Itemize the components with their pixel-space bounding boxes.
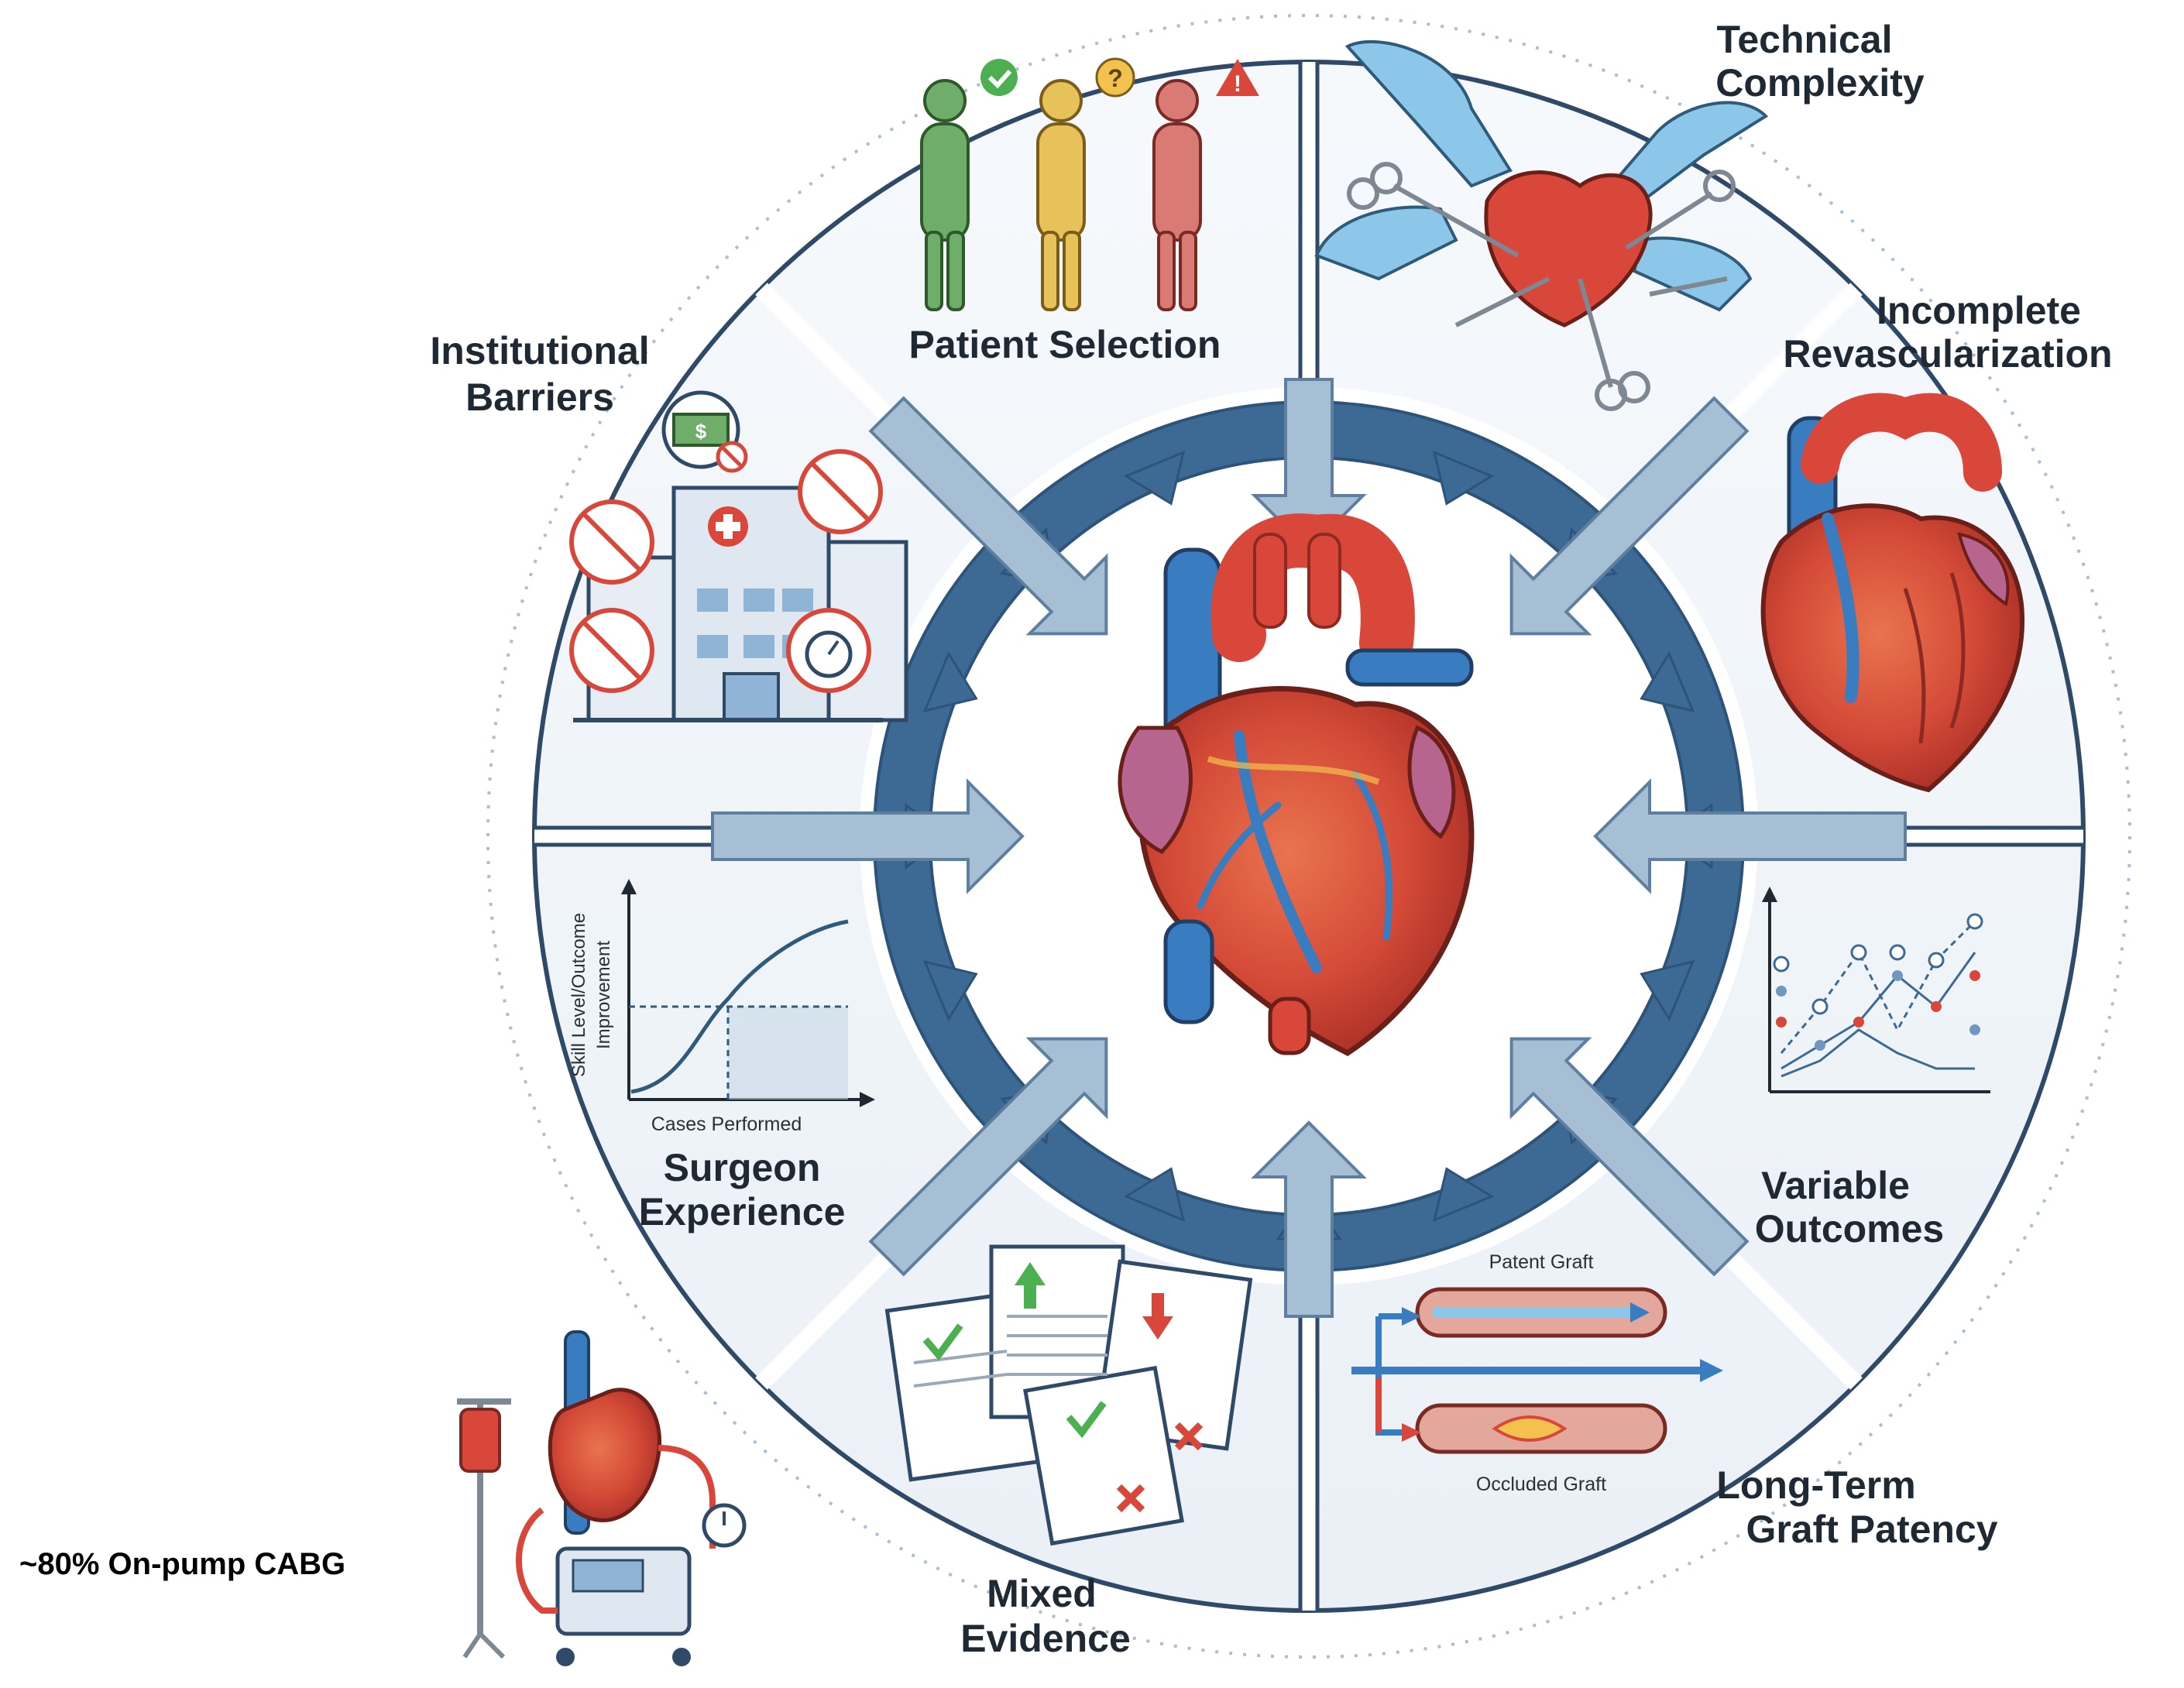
variable-outcomes-chart <box>1762 887 1990 1093</box>
surgeon-label-2: Experience <box>639 1190 846 1233</box>
stopwatch-icon <box>786 608 871 693</box>
incomplete-revasc-label-1: Incomplete <box>1877 289 2081 332</box>
graft-patency-illustration: Patent Graft Occluded Graft <box>1351 1251 1723 1495</box>
outer-dotted-ring <box>486 14 2131 1659</box>
warning-icon: ! <box>1216 59 1259 97</box>
technical-complexity-label-1: Technical <box>1717 18 1893 61</box>
institutional-barriers-illustration: $ <box>569 390 908 722</box>
arrow-from-graft <box>1509 1037 1750 1277</box>
patient-selection-label: Patient Selection <box>909 323 1221 366</box>
svg-text:!: ! <box>1234 71 1241 97</box>
occluded-graft-label: Occluded Graft <box>1476 1474 1606 1495</box>
on-pump-note: ~80% On-pump CABG <box>19 1547 345 1581</box>
document-icon <box>884 1244 1253 1546</box>
technical-complexity-label-2: Complexity <box>1715 61 1925 105</box>
check-icon <box>980 59 1018 96</box>
graft-label-2: Graft Patency <box>1746 1508 1997 1551</box>
arrow-from-incomplete <box>1509 396 1750 636</box>
variable-label-2: Outcomes <box>1755 1207 1945 1251</box>
no-entry-icon <box>569 449 883 693</box>
gauge-icon <box>702 1503 747 1548</box>
incomplete-revasc-label-2: Revascularization <box>1783 332 2112 376</box>
arrow-from-variable <box>1593 778 1907 894</box>
mixed-label-1: Mixed <box>987 1572 1097 1615</box>
surgeon-label-1: Surgeon <box>664 1146 821 1189</box>
arrow-from-patient <box>868 396 1108 636</box>
segment-arrows <box>711 378 1907 1318</box>
institutional-label-2: Barriers <box>465 376 614 419</box>
mixed-label-2: Evidence <box>960 1617 1131 1660</box>
arrow-from-surgeon <box>868 1037 1108 1277</box>
arrow-from-mixed <box>1251 1120 1367 1318</box>
incomplete-revasc-illustration <box>1760 393 2025 793</box>
svg-text:?: ? <box>1107 64 1123 92</box>
question-icon: ? <box>1095 57 1135 98</box>
graft-label-1: Long-Term <box>1716 1463 1915 1507</box>
patient-selection-illustration: ? ! <box>920 57 1259 311</box>
central-heart <box>1118 513 1475 1057</box>
iv-bag-icon <box>459 1408 501 1473</box>
svg-text:$: $ <box>695 420 707 443</box>
scissors-icon <box>1347 162 1736 411</box>
learning-curve-y-label-2: Improvement <box>593 941 614 1049</box>
institutional-label-1: Institutional <box>430 329 649 372</box>
learning-curve-y-label-1: Skill Level/Outcome <box>568 913 589 1077</box>
learning-curve-x-label: Cases Performed <box>651 1113 802 1135</box>
variable-label-1: Variable <box>1761 1164 1910 1207</box>
mixed-evidence-illustration <box>884 1244 1253 1546</box>
bypass-machine-illustration <box>457 1330 747 1666</box>
arrow-from-institutional <box>711 778 1025 894</box>
technical-complexity-illustration <box>1314 39 1769 411</box>
patent-graft-label: Patent Graft <box>1489 1251 1594 1273</box>
learning-curve-chart: Cases Performed Skill Level/Outcome Impr… <box>568 879 875 1135</box>
money-icon: $ <box>661 390 748 473</box>
